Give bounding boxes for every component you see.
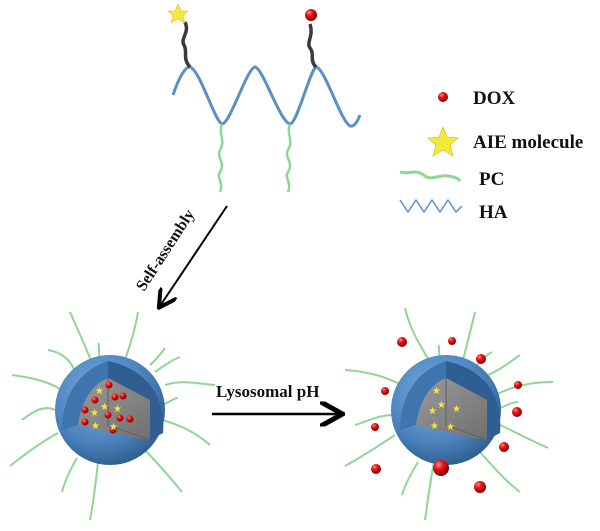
released-dox	[371, 337, 522, 493]
lysosomal-label: Lysosomal pH	[216, 382, 319, 401]
linker-dox	[307, 23, 318, 69]
legend-ha-icon	[399, 199, 463, 213]
svg-text:★: ★	[430, 421, 439, 432]
core-cutaway-right	[416, 378, 487, 440]
shell-cutaway-left-right	[400, 361, 446, 430]
legend-dox-icon	[438, 92, 448, 102]
self-assembly-label: Self-assembly	[133, 207, 198, 295]
svg-text:★: ★	[109, 422, 118, 433]
linker-aie	[181, 21, 192, 69]
pc-chain-1	[217, 123, 224, 193]
svg-text:★: ★	[432, 386, 441, 397]
legend-pc-icon	[399, 170, 462, 182]
legend-aie-label: AIE molecule	[473, 132, 583, 153]
svg-text:★: ★	[95, 386, 104, 397]
loaded-dox	[81, 381, 134, 434]
svg-text:★: ★	[446, 422, 455, 433]
loaded-aie: ★ ★ ★ ★ ★ ★	[90, 386, 122, 433]
remaining-aie: ★ ★ ★ ★ ★ ★	[428, 386, 461, 433]
dox-molecule-icon	[305, 9, 317, 21]
svg-text:★: ★	[91, 421, 100, 432]
self-assembly-arrow	[160, 205, 228, 306]
self-assembly-step: Self-assembly	[133, 205, 228, 306]
lysosomal-step: Lysosomal pH	[212, 382, 340, 414]
pc-chain-2	[285, 123, 292, 193]
core-inner-edge	[107, 378, 151, 441]
svg-text:★: ★	[428, 406, 437, 417]
shell-cutaway-left	[62, 361, 108, 430]
core-inner-edge-right	[445, 378, 488, 441]
legend-pc-label: PC	[479, 169, 504, 190]
shell-cutaway-top-right	[446, 361, 501, 440]
core-cutaway	[78, 378, 150, 440]
nanoparticle-loaded: ★ ★ ★ ★ ★ ★	[9, 311, 216, 521]
svg-text:★: ★	[100, 402, 109, 413]
nanoparticle-released: ★ ★ ★ ★ ★ ★	[344, 307, 554, 521]
legend-dox-label: DOX	[473, 88, 516, 109]
svg-text:★: ★	[437, 400, 446, 411]
legend: DOX AIE molecule PC HA	[399, 88, 583, 223]
legend-aie-icon	[427, 126, 459, 157]
svg-text:★: ★	[90, 408, 99, 419]
legend-ha-label: HA	[479, 202, 508, 223]
shell-cutaway-top	[108, 361, 164, 440]
svg-text:★: ★	[113, 404, 122, 415]
ha-pc-polymer	[167, 3, 362, 193]
ha-backbone	[171, 65, 362, 128]
svg-text:★: ★	[452, 404, 461, 415]
aie-molecule-icon	[167, 3, 189, 24]
